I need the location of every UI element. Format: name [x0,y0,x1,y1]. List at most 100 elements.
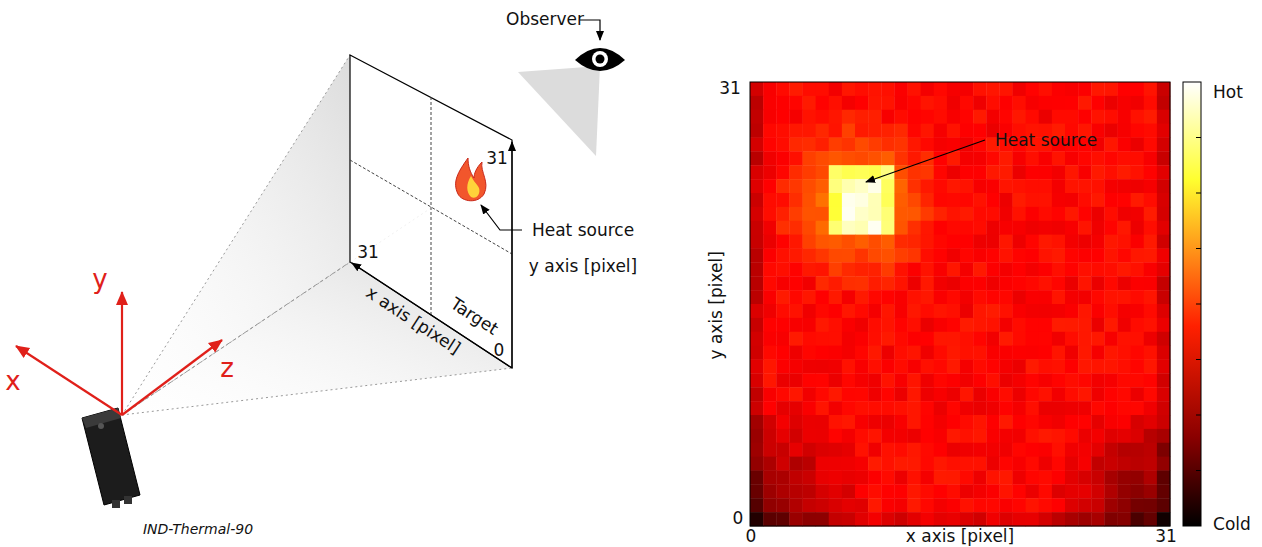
heat-cell [776,471,790,485]
heat-cell [881,373,895,387]
heat-cell [803,138,817,152]
heat-cell [960,276,974,290]
heat-cell [881,457,895,471]
heat-cell [868,124,882,138]
heat-cell [1052,387,1066,401]
heat-cell [855,290,869,304]
heat-cell [829,235,843,249]
colorbar-tick [1196,415,1201,416]
heat-cell [842,360,856,374]
heat-cell [1104,471,1118,485]
heat-cell [750,207,764,221]
heat-cell [855,387,869,401]
heat-cell [776,221,790,235]
heat-cell [1091,457,1105,471]
heat-cell [1039,221,1053,235]
heat-cell [829,471,843,485]
heat-cell [973,207,987,221]
heat-cell [868,318,882,332]
heat-cell [894,110,908,124]
heat-cell [921,221,935,235]
axis-title: y axis [pixel] [529,257,637,276]
heat-cell [1052,96,1066,110]
heat-cell [1013,221,1027,235]
heat-cell [881,471,895,485]
heat-cell [986,429,1000,443]
heat-cell [1052,332,1066,346]
heat-cell [999,151,1013,165]
axis-letter: x [5,367,20,396]
heat-cell [789,249,803,263]
heat-cell [855,262,869,276]
heat-cell [881,429,895,443]
camera-device [82,408,140,508]
heat-cell [842,471,856,485]
heat-cell [816,387,830,401]
heat-cell [947,471,961,485]
heat-cell [1078,110,1092,124]
heat-cell [1144,221,1158,235]
heat-cell [776,249,790,263]
heat-cell [1078,304,1092,318]
heat-cell [816,96,830,110]
heat-cell [750,124,764,138]
heat-cell [1013,290,1027,304]
heat-cell [908,429,922,443]
heat-cell [908,124,922,138]
heat-cell [960,249,974,263]
heat-cell [816,498,830,512]
heat-cell [960,193,974,207]
colorbar-ticks [1196,138,1201,471]
heat-cell [921,471,935,485]
heat-cell [1144,235,1158,249]
heat-cell [908,82,922,96]
heat-cell [999,207,1013,221]
heat-cell [776,110,790,124]
heat-cell [1039,235,1053,249]
heat-cell [803,471,817,485]
heat-cell [868,235,882,249]
heat-cell [1157,373,1171,387]
heat-cell [1157,96,1171,110]
heat-cell [986,471,1000,485]
heat-cell [1039,110,1053,124]
heat-cell [934,373,948,387]
heat-cell [1144,249,1158,263]
heat-cell [908,360,922,374]
heat-cell [803,221,817,235]
heat-cell [921,415,935,429]
heat-cell [789,429,803,443]
heat-cell [842,387,856,401]
heat-cell [842,276,856,290]
heat-cell [1091,82,1105,96]
heat-cell [1118,207,1132,221]
heat-cell [921,484,935,498]
heat-cell [1091,96,1105,110]
heat-cell [1052,110,1066,124]
heat-cell [1104,151,1118,165]
heat-cell [973,82,987,96]
heat-cell [803,498,817,512]
heat-cell [776,512,790,526]
heat-cell [1013,457,1027,471]
heat-cell [1091,318,1105,332]
heat-cell [842,373,856,387]
axis-origin: 0 [494,341,505,360]
heat-cell [842,110,856,124]
heat-cell [868,221,882,235]
heat-cell [1118,443,1132,457]
heat-cell [776,290,790,304]
heat-cell [1118,360,1132,374]
heat-cell [960,457,974,471]
heat-cell [1013,304,1027,318]
heat-cell [894,276,908,290]
axis-letter: y [92,265,107,294]
observer-label: Observer [506,10,584,29]
heat-cell [829,346,843,360]
heat-cell [1118,96,1132,110]
heat-cell [1118,471,1132,485]
heat-cell [999,221,1013,235]
heat-cell [986,290,1000,304]
heat-cell [1118,373,1132,387]
heat-cell [908,415,922,429]
